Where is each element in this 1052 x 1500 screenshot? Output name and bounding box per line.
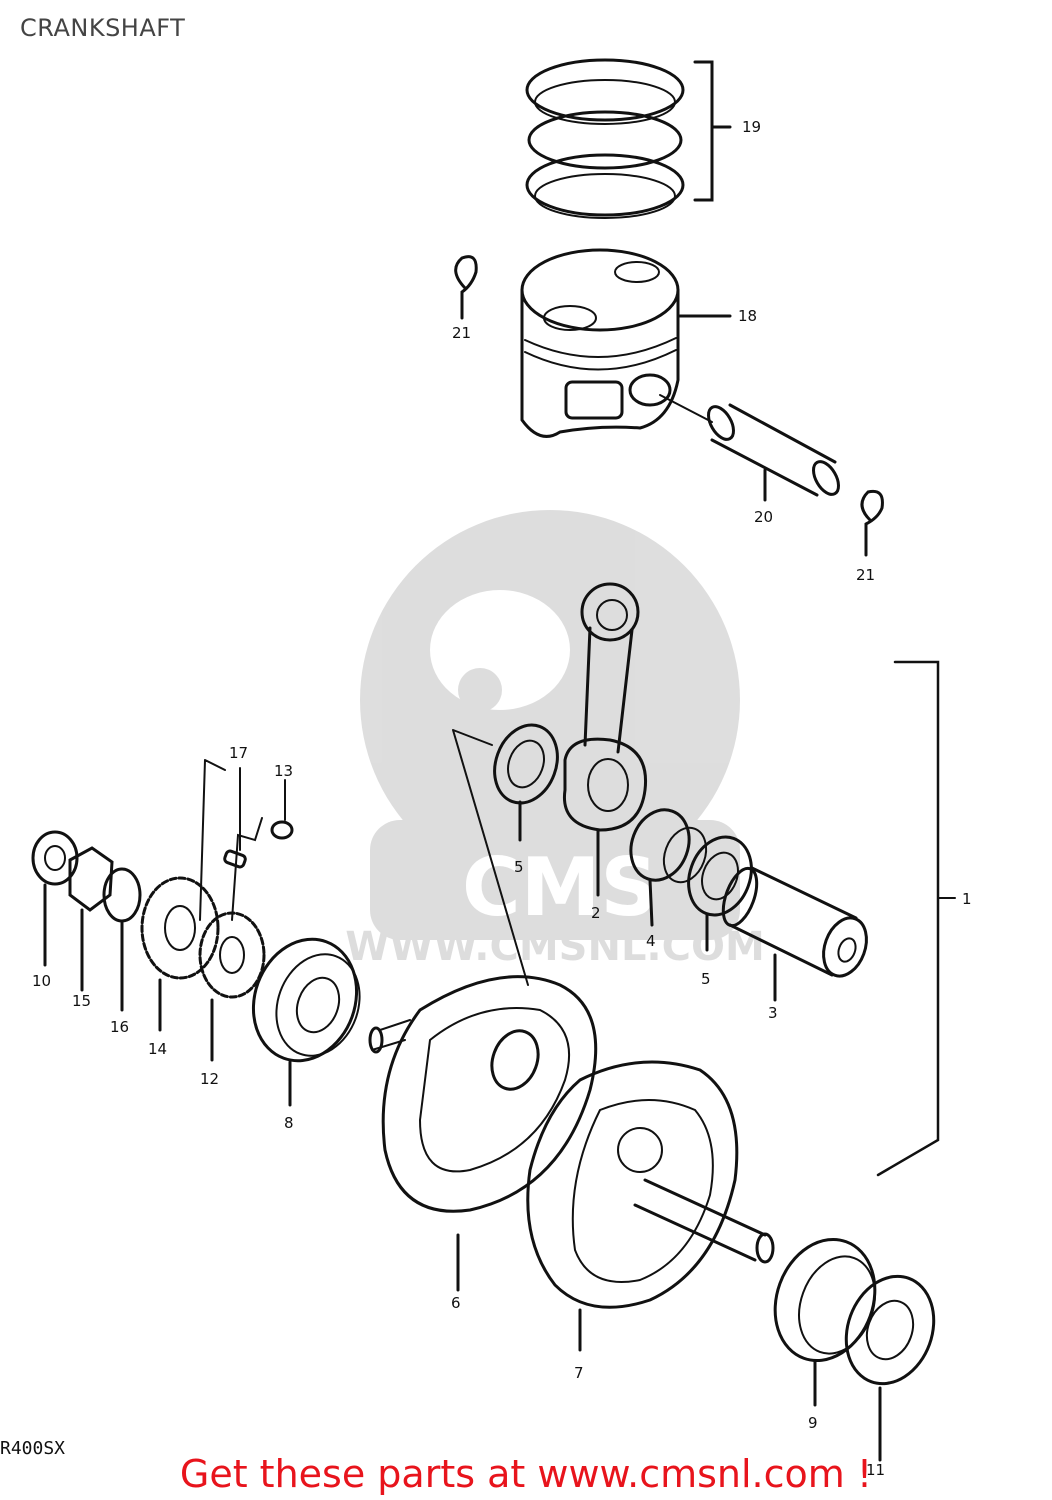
left-crank-web — [368, 975, 598, 1292]
locating-pin — [270, 820, 294, 840]
connecting-rod — [562, 582, 648, 897]
label-17: 17 — [229, 744, 248, 762]
label-5-left: 5 — [514, 858, 524, 876]
label-3: 3 — [768, 1004, 778, 1022]
crank-nut — [68, 846, 114, 912]
primary-gear — [198, 911, 266, 1062]
label-19: 19 — [742, 118, 761, 136]
label-21-right: 21 — [856, 566, 875, 584]
label-4: 4 — [646, 932, 656, 950]
label-12: 12 — [200, 1070, 219, 1088]
buy-parts-link[interactable]: Get these parts at www.cmsnl.com ! — [179, 1452, 873, 1496]
label-18: 18 — [738, 307, 757, 325]
main-bearing-right — [773, 1237, 877, 1407]
piston — [520, 248, 732, 438]
crank-pin — [721, 866, 868, 1002]
label-16: 16 — [110, 1018, 129, 1036]
watermark-url: WWW.CMSNL.COM — [345, 924, 765, 970]
label-2: 2 — [591, 904, 601, 922]
needle-bearing — [629, 808, 708, 927]
label-11: 11 — [866, 1461, 885, 1479]
label-15: 15 — [72, 992, 91, 1010]
thrust-washer-left — [493, 723, 559, 805]
right-crank-web — [526, 1060, 775, 1352]
label-5-right: 5 — [701, 970, 711, 988]
timing-gear — [140, 876, 220, 1032]
label-10: 10 — [32, 972, 51, 990]
thrust-washer-right — [687, 835, 753, 917]
label-21-left: 21 — [452, 324, 471, 342]
label-1: 1 — [962, 890, 972, 908]
main-bearing-left — [251, 937, 361, 1107]
circlip-right — [860, 489, 884, 557]
label-8: 8 — [284, 1114, 294, 1132]
watermark-logo-text: CMS — [462, 841, 658, 934]
piston-pin — [659, 394, 840, 502]
end-washer — [31, 830, 79, 886]
label-13: 13 — [274, 762, 293, 780]
label-20: 20 — [754, 508, 773, 526]
piston-rings — [525, 58, 732, 219]
model-code: R400SX — [0, 1438, 66, 1459]
oil-seal — [844, 1274, 936, 1462]
circlip-left — [454, 255, 478, 320]
label-14: 14 — [148, 1040, 167, 1058]
page-title: CRANKSHAFT — [20, 14, 186, 42]
label-7: 7 — [574, 1364, 584, 1382]
label-6: 6 — [451, 1294, 461, 1312]
assembly-bracket — [876, 660, 940, 1177]
label-9: 9 — [808, 1414, 818, 1432]
part-labels: 19 18 21 20 21 2 4 5 5 3 1 17 13 10 15 1… — [32, 118, 972, 1479]
